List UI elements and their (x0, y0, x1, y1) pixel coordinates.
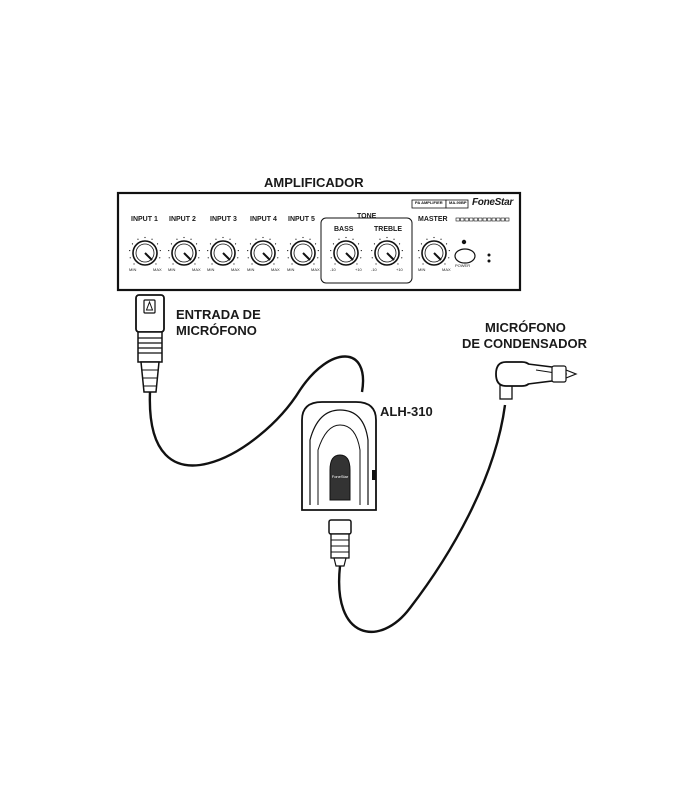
knob-max-label: MAX (153, 267, 162, 272)
output-connector-icon (328, 519, 352, 567)
power-led-icon (461, 239, 467, 245)
tone-min-label: -10 (330, 267, 336, 272)
treble-knob (371, 236, 403, 266)
receiver-unit-icon: FoneStar (301, 401, 377, 511)
knob-min-label: MIN (247, 267, 255, 272)
level-meter (455, 217, 510, 222)
brand-logo: FoneStar (472, 197, 513, 208)
receiver-badge-text: FoneStar (332, 474, 349, 479)
master-knob (418, 236, 450, 266)
condenser-mic-label-line2: DE CONDENSADOR (462, 336, 587, 351)
knob-max-label: MAX (442, 267, 451, 272)
tone-max-label: +10 (355, 267, 362, 272)
knob-max-label: MAX (311, 267, 320, 272)
tone-min-label: -10 (371, 267, 377, 272)
mic-input-label-line2: MICRÓFONO (176, 323, 257, 338)
input-4-label: INPUT 4 (250, 216, 277, 223)
input-1-label: INPUT 1 (131, 216, 158, 223)
input-3-label: INPUT 3 (210, 216, 237, 223)
input-3-knob (207, 236, 239, 266)
master-label: MASTER (418, 216, 448, 223)
input-5-label: INPUT 5 (288, 216, 315, 223)
knob-min-label: MIN (418, 267, 426, 272)
model-code: MA-90BP (449, 200, 467, 205)
model-label: PA AMPLIFIER (415, 200, 443, 205)
receiver-name: ALH-310 (380, 404, 433, 419)
indicator-dot-icon (487, 259, 491, 263)
knob-max-label: MAX (231, 267, 240, 272)
input-2-label: INPUT 2 (169, 216, 196, 223)
tone-max-label: +10 (396, 267, 403, 272)
input-4-knob (247, 236, 279, 266)
indicator-dot-icon (487, 253, 491, 257)
bass-label: BASS (334, 226, 354, 233)
model-code-plate (445, 199, 469, 209)
knob-max-label: MAX (192, 267, 201, 272)
knob-min-label: MIN (207, 267, 215, 272)
input-5-knob (287, 236, 319, 266)
power-button (454, 248, 476, 264)
mic-input-label-line1: ENTRADA DE (176, 307, 261, 322)
tone-section-box (320, 217, 413, 284)
amplifier-title: AMPLIFICADOR (264, 175, 364, 190)
mic-cable (337, 404, 507, 633)
input-1-knob (129, 236, 161, 266)
knob-min-label: MIN (168, 267, 176, 272)
knob-min-label: MIN (287, 267, 295, 272)
condenser-mic-icon (495, 361, 578, 400)
power-label: POWER (455, 263, 471, 268)
tone-label: TONE (357, 213, 377, 220)
knob-max-label: MAX (271, 267, 280, 272)
knob-group (129, 236, 450, 266)
xlr-input-connector-icon (135, 294, 165, 393)
input-2-knob (168, 236, 200, 266)
knob-min-label: MIN (129, 267, 137, 272)
bass-knob (330, 236, 362, 266)
input-cable (148, 355, 365, 467)
condenser-mic-label-line1: MICRÓFONO (485, 320, 566, 335)
treble-label: TREBLE (374, 226, 402, 233)
